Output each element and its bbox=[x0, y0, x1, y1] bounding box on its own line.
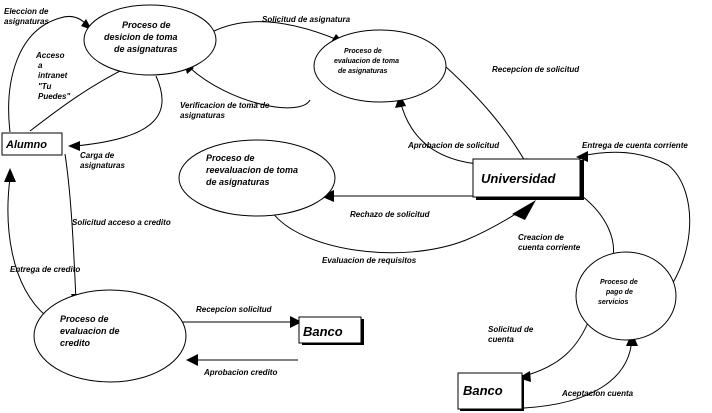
flow-label-aceptacion-cuenta: Aceptacion cuenta bbox=[561, 389, 634, 398]
flow-label-solicitud-cuenta: Solicitud de cuenta bbox=[488, 325, 534, 344]
flow-line-evaluacion-requisitos bbox=[271, 204, 531, 254]
process-decision-toma bbox=[83, 4, 217, 76]
process-reevaluacion-toma bbox=[178, 139, 336, 217]
process-label-line: pago de bbox=[605, 289, 633, 296]
flow-label-line: cuenta bbox=[488, 335, 514, 344]
flow-label-rechazo-solicitud: Rechazo de solicitud bbox=[350, 210, 431, 219]
flow-label-recepcion-credito: Recepcion solicitud bbox=[196, 305, 273, 314]
process-label-line: reevaluacion de toma bbox=[206, 165, 298, 175]
flow-label-line: Creacion de bbox=[518, 233, 564, 242]
flow-line-eleccion bbox=[8, 15, 87, 133]
flow-label-recepcion-solicitud: Recepcion de solicitud bbox=[492, 65, 580, 74]
flow-label-eleccion: Eleccion de asignaturas bbox=[4, 7, 49, 26]
process-evaluacion-toma-label: Proceso de evaluacion de toma de asignat… bbox=[334, 48, 399, 75]
flow-line-solicitud-credito bbox=[64, 153, 77, 301]
flow-line-verificacion bbox=[189, 67, 311, 109]
process-pago-servicios bbox=[575, 251, 677, 341]
flow-label-acceso: Acceso a intranet "Tu Puedes" bbox=[35, 51, 70, 101]
process-label-line: Proceso de bbox=[600, 279, 638, 286]
process-evaluacion-credito bbox=[33, 289, 187, 383]
flow-line-carga bbox=[74, 75, 163, 147]
flow-line-creacion-cuenta bbox=[581, 195, 614, 263]
flow-line-entrega-cuenta-corriente bbox=[581, 151, 691, 317]
process-decision-toma-label: Proceso de desicion de toma de asignatur… bbox=[104, 20, 178, 54]
entity-alumno bbox=[1, 132, 63, 156]
flow-label-line: a bbox=[38, 61, 43, 70]
arrowhead bbox=[518, 371, 531, 382]
entity-universidad bbox=[472, 158, 581, 198]
process-label-line: desicion de toma bbox=[104, 32, 178, 42]
flow-label-line: Acceso bbox=[35, 51, 65, 60]
flow-label-line: Carga de bbox=[80, 151, 115, 160]
flow-label-line: asignaturas bbox=[80, 161, 125, 170]
process-label-line: Proceso de bbox=[206, 153, 255, 163]
flow-label-line: Eleccion de bbox=[4, 7, 49, 16]
flow-label-line: asignaturas bbox=[4, 17, 49, 26]
flow-label-creacion-cuenta: Creacion de cuenta corriente bbox=[518, 233, 581, 252]
entity-alumno-label: Alumno bbox=[5, 139, 47, 151]
entity-universidad-label: Universidad bbox=[481, 171, 556, 186]
flow-label-line: Solicitud de bbox=[488, 325, 534, 334]
entity-banco-credito-label: Banco bbox=[303, 324, 343, 339]
process-label-line: servicios bbox=[598, 299, 628, 306]
flow-label-line: asignaturas bbox=[180, 111, 225, 120]
arrowhead bbox=[290, 316, 302, 328]
process-label-line: Proceso de bbox=[344, 48, 382, 55]
flow-label-line: "Tu bbox=[38, 82, 52, 91]
arrowhead bbox=[576, 151, 588, 162]
flow-label-line: Puedes" bbox=[38, 92, 70, 101]
entity-banco-cuenta bbox=[457, 372, 523, 410]
flow-label-entrega-credito: Entrega de credito bbox=[10, 265, 80, 274]
flow-label-verificacion: Verificacion de toma de asignaturas bbox=[180, 101, 270, 120]
flow-line-solicitud-asignatura bbox=[211, 21, 339, 41]
flow-label-entrega-cuenta-corriente: Entrega de cuenta corriente bbox=[582, 141, 688, 150]
flow-label-aprobacion-credito: Aprobacion credito bbox=[203, 368, 277, 377]
process-label-line: de asignaturas bbox=[206, 177, 270, 187]
arrowhead bbox=[512, 200, 536, 220]
process-label-line: de asignaturas bbox=[338, 68, 388, 75]
process-evaluacion-credito-label: Proceso de evaluacion de credito bbox=[60, 314, 120, 348]
arrowhead bbox=[320, 190, 334, 202]
flow-line-entrega-credito bbox=[7, 177, 47, 317]
flow-line-aceptacion-cuenta bbox=[523, 337, 633, 409]
process-label-line: evaluacion de bbox=[60, 326, 120, 336]
process-pago-servicios-label: Proceso de pago de servicios bbox=[598, 279, 638, 306]
flow-label-line: intranet bbox=[38, 71, 68, 80]
flow-line-acceso bbox=[29, 65, 131, 132]
process-label-line: evaluacion de toma bbox=[334, 58, 399, 65]
flow-line-aprobacion-solicitud bbox=[399, 99, 479, 165]
process-reevaluacion-toma-label: Proceso de reevaluacion de toma de asign… bbox=[206, 153, 298, 187]
flow-label-aprobacion-solicitud: Aprobacion de solicitud bbox=[407, 141, 500, 150]
process-label-line: de asignaturas bbox=[114, 44, 178, 54]
arrowhead bbox=[395, 94, 406, 108]
arrowhead bbox=[68, 141, 80, 151]
process-label-line: Proceso de bbox=[122, 20, 171, 30]
entity-banco-cuenta-label: Banco bbox=[463, 383, 503, 398]
arrowhead bbox=[4, 168, 16, 182]
process-label-line: credito bbox=[60, 338, 91, 348]
arrowhead bbox=[186, 354, 198, 366]
process-label-line: Proceso de bbox=[60, 314, 109, 324]
flow-label-solicitud-asignatura: Solicitud de asignatura bbox=[262, 15, 351, 24]
flow-label-line: cuenta corriente bbox=[518, 243, 581, 252]
flow-label-carga: Carga de asignaturas bbox=[80, 151, 125, 170]
flow-label-solicitud-credito: Solicitud acceso a credito bbox=[72, 218, 171, 227]
entity-banco-credito bbox=[298, 316, 362, 344]
process-evaluacion-toma bbox=[313, 29, 447, 103]
flow-label-line: Verificacion de toma de bbox=[180, 101, 270, 110]
flow-line-solicitud-cuenta bbox=[523, 317, 591, 377]
flow-line-recepcion-solicitud bbox=[444, 65, 527, 164]
flow-label-evaluacion-requisitos: Evaluacion de requisitos bbox=[322, 256, 417, 265]
